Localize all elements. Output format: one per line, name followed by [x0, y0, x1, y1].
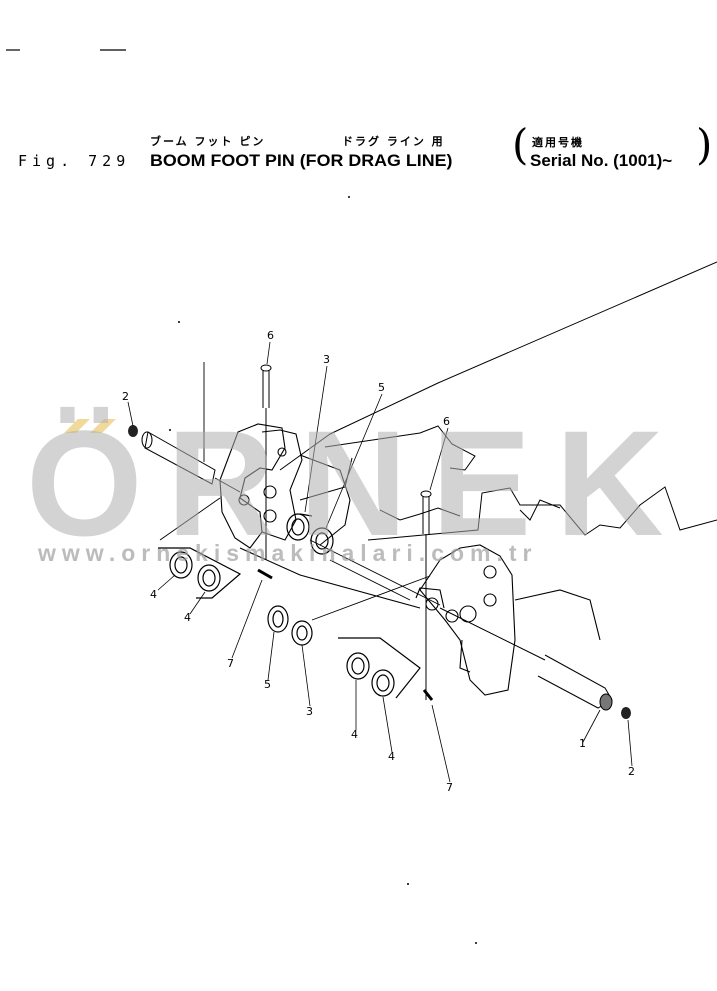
- watermark-brand: ÖRNEK: [26, 399, 688, 567]
- figure-number: Fig. 729: [18, 152, 131, 170]
- callout-label: 2: [122, 390, 129, 403]
- callout-label: 6: [267, 329, 274, 342]
- serial-number: Serial No. (1001)~: [530, 151, 673, 170]
- callout-label: 6: [443, 415, 450, 428]
- centerlines: [159, 362, 441, 621]
- spacer-3-upper: [286, 513, 313, 541]
- callout-label: 1: [579, 737, 586, 750]
- pin-1: [439, 607, 613, 711]
- jp-caption: ブーム フット ピン: [150, 135, 266, 148]
- spacer-5-lower: [267, 605, 289, 633]
- serial-jp-caption: 適用号機: [532, 136, 584, 149]
- callout-label: 2: [628, 765, 635, 778]
- boom-body-outline: [279, 261, 717, 541]
- shims-4-right: [338, 637, 421, 699]
- callout-label: 3: [323, 353, 330, 366]
- bolt-6-right: [420, 490, 432, 700]
- left-bracket: [219, 423, 421, 609]
- watermark-url: www.ornekismakinalari.com.tr: [38, 540, 538, 566]
- callout-label: 5: [378, 381, 385, 394]
- callout-label: 4: [388, 750, 395, 763]
- cotter-pin-7-left: [257, 568, 273, 580]
- shims-4-left: [158, 547, 242, 599]
- bolt-6-left: [260, 364, 272, 560]
- watermark-accent-icon: [64, 419, 116, 433]
- callout-label: 7: [227, 657, 234, 670]
- lock-washer-2-left: [128, 425, 138, 437]
- callout-label: 5: [264, 678, 271, 691]
- callout-label: 4: [351, 728, 358, 741]
- leader-lines: [127, 341, 633, 783]
- pin-left: [141, 431, 241, 493]
- paren-close: ): [696, 120, 713, 169]
- right-bracket: [415, 544, 601, 696]
- callout-label: 7: [446, 781, 453, 794]
- spacer-3-lower: [291, 620, 313, 646]
- callout-label: 4: [150, 588, 157, 601]
- page-title: BOOM FOOT PIN (FOR DRAG LINE): [150, 151, 453, 170]
- callout-label: 4: [184, 611, 191, 624]
- callout-label: 3: [306, 705, 313, 718]
- lock-washer-2-right: [621, 707, 631, 719]
- scan-dots: [169, 196, 477, 944]
- paren-open: (: [512, 120, 529, 169]
- cotter-pin-7-right: [422, 689, 434, 701]
- jp-caption-drag: ドラグ ライン 用: [342, 135, 445, 148]
